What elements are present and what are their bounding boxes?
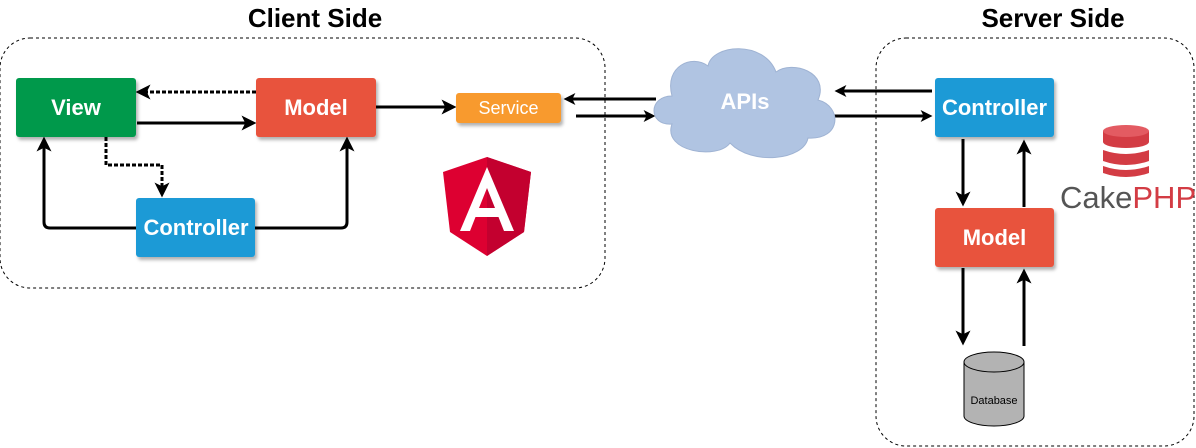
- database-label: Database: [970, 395, 1017, 407]
- server-controller-label: Controller: [942, 95, 1048, 120]
- view-to-controller-dotted-arrow: [104, 137, 170, 198]
- cakephp-wordmark: CakePHP: [1060, 180, 1196, 215]
- controller-to-view-arrow: [36, 136, 137, 230]
- server-controller-node: Controller: [935, 78, 1054, 137]
- server-side-container: [875, 37, 1195, 447]
- client-model-label: Model: [284, 95, 348, 120]
- apis-node: APIs: [653, 48, 836, 159]
- client-controller-box: [136, 198, 255, 257]
- server-side-title: Server Side: [981, 3, 1124, 33]
- apis-label: APIs: [721, 89, 770, 114]
- controller-to-model-arrow: [255, 136, 355, 230]
- view-label: View: [51, 95, 102, 120]
- view-node: View: [16, 78, 136, 137]
- client-side-container: [0, 37, 606, 289]
- angular-logo-icon: [443, 157, 531, 256]
- service-node: Service: [456, 93, 561, 123]
- service-box: [456, 93, 561, 123]
- client-controller-label: Controller: [143, 215, 249, 240]
- database-node: Database: [963, 351, 1025, 427]
- server-model-box: [935, 208, 1054, 267]
- server-controller-box: [935, 78, 1054, 137]
- database-icon: [963, 362, 1025, 427]
- client-model-node: Model: [256, 78, 376, 137]
- server-model-node: Model: [935, 208, 1054, 267]
- view-box: [16, 78, 136, 137]
- apis-cloud-shape: [653, 48, 836, 159]
- client-model-box: [256, 78, 376, 137]
- service-label: Service: [478, 98, 538, 118]
- client-controller-node: Controller: [136, 198, 255, 257]
- server-model-label: Model: [963, 225, 1027, 250]
- cakephp-cake-icon: [1103, 125, 1149, 177]
- database-top-icon: [963, 351, 1025, 373]
- cakephp-logo: CakePHP: [1060, 125, 1196, 215]
- client-side-title: Client Side: [248, 3, 382, 33]
